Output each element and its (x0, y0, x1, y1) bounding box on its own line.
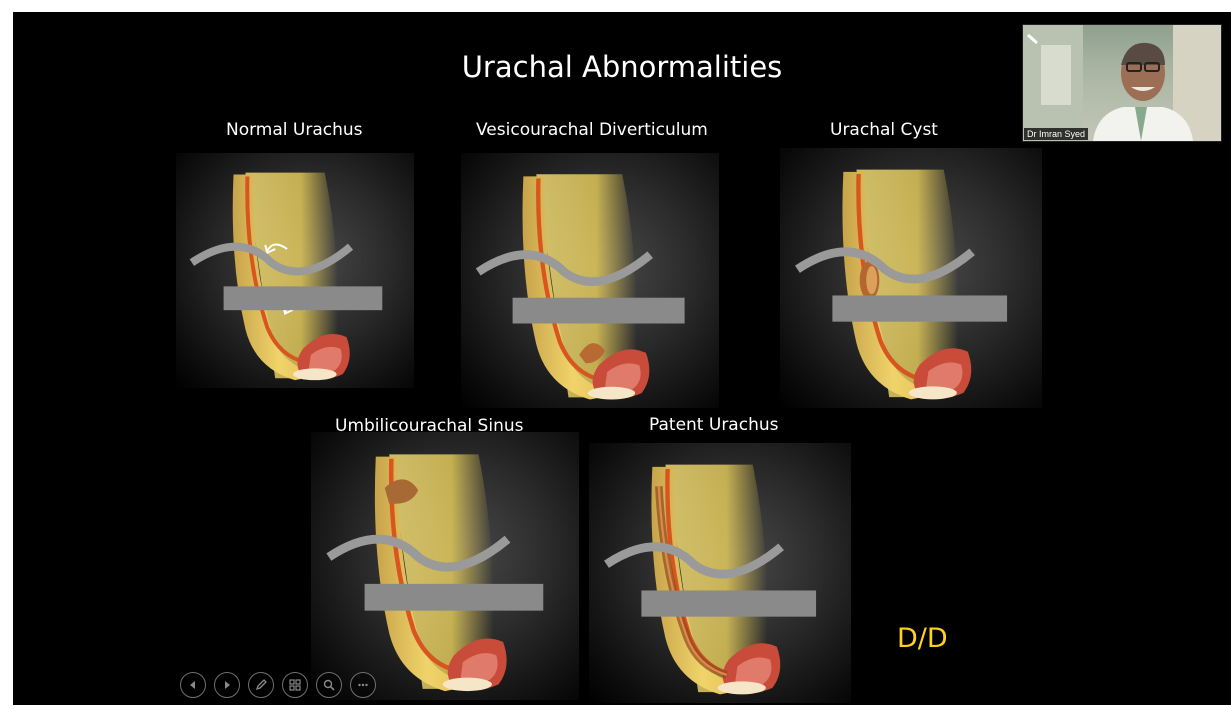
label-patent-urachus: Patent Urachus (649, 415, 778, 435)
slide-canvas: Urachal Abnormalities Normal Urachus Ves… (13, 12, 1231, 705)
slides-icon (288, 678, 302, 692)
more-options-button[interactable] (350, 672, 376, 698)
zoom-icon (322, 678, 336, 692)
previous-slide-button[interactable] (180, 672, 206, 698)
illustration-normal-urachus (176, 153, 414, 388)
more-icon (356, 678, 370, 692)
illustration-patent-urachus (589, 443, 851, 703)
illustration-urachal-cyst (780, 148, 1042, 408)
label-urachal-cyst: Urachal Cyst (830, 120, 938, 140)
pen-tool-button[interactable] (248, 672, 274, 698)
see-all-slides-button[interactable] (282, 672, 308, 698)
previous-icon (186, 678, 200, 692)
participant-name-tag: Dr Imran Syed (1024, 128, 1088, 140)
pen-icon (254, 678, 268, 692)
zoom-button[interactable] (316, 672, 342, 698)
presenter-video (1023, 25, 1221, 141)
next-icon (220, 678, 234, 692)
slideshow-controls (180, 672, 376, 698)
illustration-umbilicourachal-sinus (311, 432, 579, 700)
label-vesicourachal-diverticulum: Vesicourachal Diverticulum (476, 120, 708, 140)
illustration-vesicourachal-diverticulum (461, 153, 719, 408)
next-slide-button[interactable] (214, 672, 240, 698)
differential-diagnosis-note: D/D (897, 623, 948, 654)
label-normal-urachus: Normal Urachus (226, 120, 363, 140)
presenter-webcam[interactable]: Dr Imran Syed (1022, 24, 1222, 142)
